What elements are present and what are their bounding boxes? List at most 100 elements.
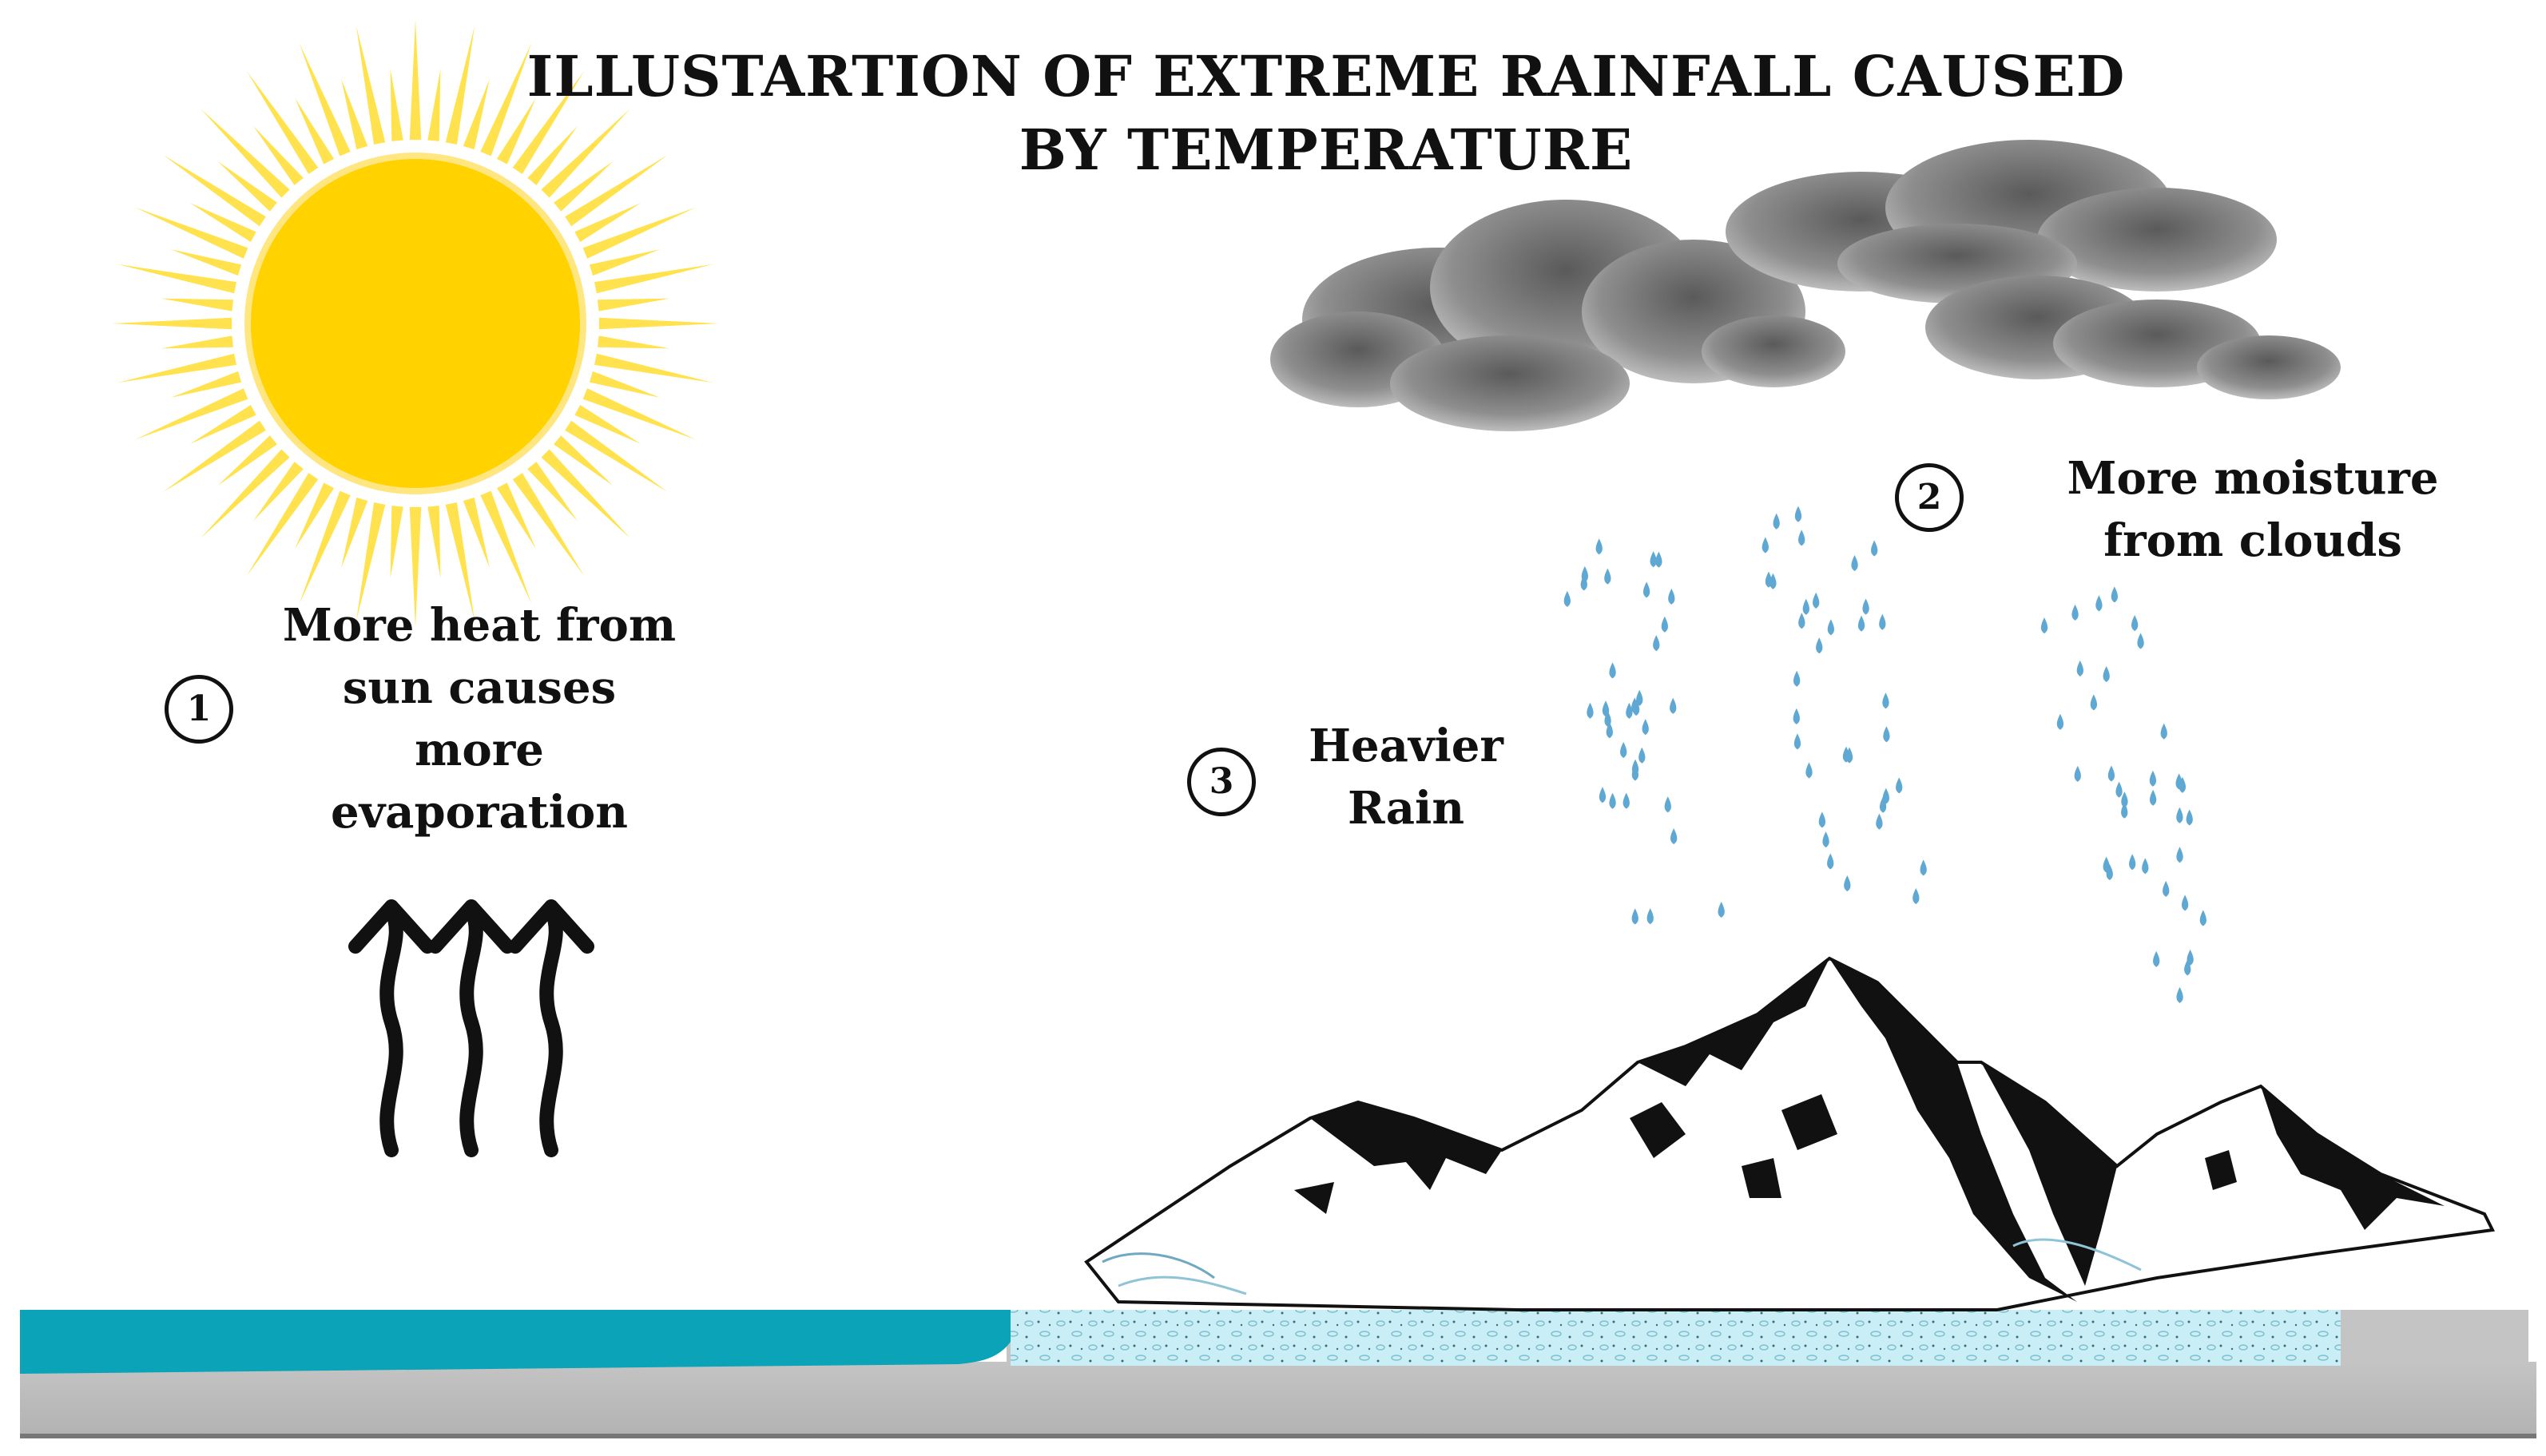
step-number-badge-2: 2 (1895, 463, 1964, 532)
rain-drop (2056, 713, 2064, 730)
rain-drop (2121, 802, 2128, 819)
rain-drop (2095, 595, 2103, 612)
sun-ray (299, 42, 351, 157)
rain-drop (1765, 571, 1773, 588)
sun-ray (409, 506, 422, 627)
rain-drop (2107, 765, 2115, 782)
rain-drop (2176, 807, 2183, 823)
rain-drop (1793, 708, 1800, 724)
rain-drop (2076, 660, 2083, 676)
page-title: ILLUSTARTION OF EXTREME RAINFALL CAUSED … (447, 40, 2205, 187)
rain-drop (1642, 719, 1649, 736)
sun-ray (409, 20, 422, 141)
sun-ray (299, 490, 351, 605)
rain-drop (1626, 702, 1633, 719)
sun-ray (598, 335, 670, 349)
rain-drop (1661, 616, 1668, 633)
sun-ray (117, 353, 236, 383)
sun-ray (512, 71, 585, 174)
sun-ray (582, 388, 697, 440)
rain-drop (1793, 733, 1801, 750)
sun-ray (496, 482, 536, 549)
rain-drop (2131, 615, 2139, 632)
rain-drop (2181, 895, 2189, 911)
rain-drop (1920, 859, 1927, 876)
rain-drop (1638, 747, 1646, 764)
rain-drop (2199, 910, 2206, 926)
rain-drop (2176, 986, 2183, 1003)
rain-drop (1668, 588, 1675, 605)
rain-drop (1599, 787, 1607, 803)
step-1-line-3: more (415, 724, 544, 776)
rain-drop (2129, 854, 2136, 871)
sun-ray (217, 435, 277, 486)
step-1-label: More heat from sun causes more evaporati… (264, 594, 695, 843)
rain-drop (1620, 741, 1627, 758)
sun-ray (565, 420, 668, 493)
sun-ray (574, 203, 641, 243)
rain-drop (1623, 792, 1630, 809)
step-3-line-1: Heavier (1309, 720, 1503, 772)
rain-drop (1793, 670, 1801, 687)
rain-drop (1883, 726, 1890, 743)
step-2-line-2: from clouds (2103, 514, 2402, 567)
rain-drop (2149, 789, 2157, 806)
rain-drop (1664, 796, 1671, 813)
rain-drop (2153, 950, 2160, 967)
rain-drop (1805, 762, 1813, 779)
rain-drop (1587, 702, 1594, 719)
rain-drop (1818, 811, 1826, 828)
rain-drop (1631, 764, 1639, 781)
sun-ray (163, 420, 266, 493)
rain-drop (2074, 765, 2081, 782)
rain-drop (1794, 506, 1802, 522)
step-1-line-1: More heat from (282, 599, 677, 652)
rain-drop (1816, 637, 1823, 654)
sun-ray (189, 203, 256, 243)
sun-ray (594, 353, 713, 383)
rain-drop (1646, 908, 1654, 925)
rain-drop (1595, 538, 1603, 555)
step-3-line-2: Rain (1347, 782, 1465, 835)
rain-drop (2103, 666, 2110, 683)
rain-drop (1670, 828, 1678, 845)
sun-ray (246, 473, 319, 576)
rain-drop (1604, 568, 1611, 585)
rain-drop (1851, 555, 1858, 572)
sun-ray (390, 69, 403, 141)
rain-drop (1879, 796, 1887, 813)
sun-ray (480, 42, 532, 157)
rain-drop (2090, 694, 2097, 711)
mountain-icon (1084, 956, 2496, 1311)
rain-drop (1609, 792, 1616, 809)
step-1-line-2: sun causes (342, 661, 617, 714)
rain-drop (1653, 635, 1660, 652)
sun-icon (112, 20, 719, 627)
rain-drop (1798, 530, 1805, 546)
rain-drop (2179, 776, 2187, 793)
rain-drop (1773, 513, 1780, 530)
rain-drop (2115, 781, 2123, 798)
title-line-1: ILLUSTARTION OF EXTREME RAINFALL CAUSED (526, 43, 2126, 109)
sun-ray (163, 154, 266, 227)
sun-ray (341, 497, 368, 569)
rain-drop (2176, 847, 2183, 863)
sun-ray (161, 298, 233, 311)
rain-drop (1655, 551, 1662, 568)
sun-ray (445, 502, 475, 621)
rain-drop (2149, 770, 2157, 787)
rain-drop (2121, 791, 2128, 808)
sun-ray (341, 78, 368, 150)
rain-drop (2071, 604, 2079, 621)
rain-drop (1882, 692, 1889, 709)
rain-drop (1827, 619, 1834, 636)
step-number-badge-3: 3 (1187, 748, 1256, 816)
sun-ray (189, 404, 256, 444)
rain-drop (1827, 853, 1834, 870)
sun-ray (134, 207, 248, 259)
step-2-label: More moisture from clouds (2045, 447, 2461, 572)
up-wavy-arrow-icon (348, 899, 594, 1157)
rain-drop (1670, 697, 1677, 714)
sun-ray (589, 371, 661, 398)
